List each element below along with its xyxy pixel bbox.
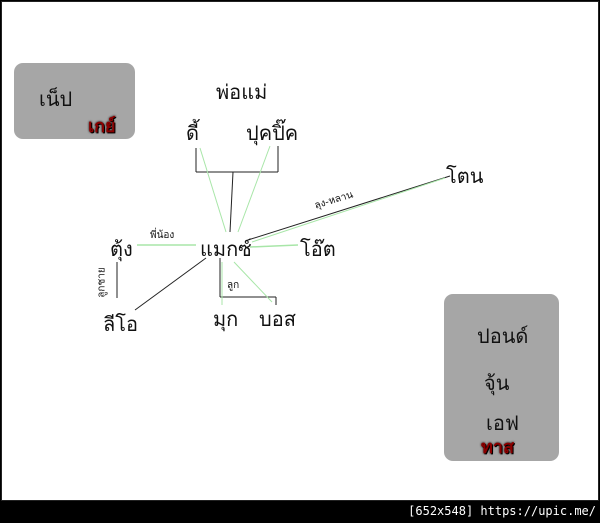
image-host-footer: [652x548] https://upic.me/ xyxy=(408,504,596,518)
edge-label-child: ลูก xyxy=(227,280,240,291)
line-max-ot xyxy=(249,244,299,248)
edge-label-siblings: พี่น้อง xyxy=(150,230,175,241)
right-box-name-2: จุ้น xyxy=(484,371,510,395)
right-box-name-1: ปอนด์ xyxy=(477,324,529,348)
line-bar-to-max xyxy=(229,171,234,233)
node-father-mother: พ่อแม่ xyxy=(216,80,268,104)
left-box-tag: เกย์ xyxy=(88,116,116,137)
node-muk: มุก xyxy=(213,307,239,331)
node-dee: ดี้ xyxy=(186,121,199,145)
node-bos: บอส xyxy=(259,307,296,331)
left-note-box: เน็ป เกย์ xyxy=(14,63,135,139)
right-box-tag: ทาส xyxy=(481,437,514,458)
line-dee-green xyxy=(199,147,227,233)
left-box-name: เน็ป xyxy=(39,87,73,111)
line-max-ton-green xyxy=(251,177,446,243)
right-note-box: ปอนด์ จุ้น เอฟ ทาส xyxy=(444,294,559,461)
node-tung: ตุ้ง xyxy=(110,237,133,261)
line-max-leeo xyxy=(134,257,207,311)
line-max-ton xyxy=(247,175,451,241)
node-max: แมกซ์ xyxy=(200,237,252,261)
node-lee-o: ลีโอ xyxy=(103,312,139,336)
node-pukpik: ปุคปิ๊ค xyxy=(246,121,299,145)
node-ton: โตน xyxy=(446,164,484,188)
node-ot: โอ๊ต xyxy=(300,237,336,261)
line-bos-green xyxy=(233,261,273,303)
right-box-name-3: เอฟ xyxy=(486,411,520,435)
edge-label-nephew: ลูกชาย xyxy=(96,267,108,298)
line-pukpik-green xyxy=(237,145,271,233)
